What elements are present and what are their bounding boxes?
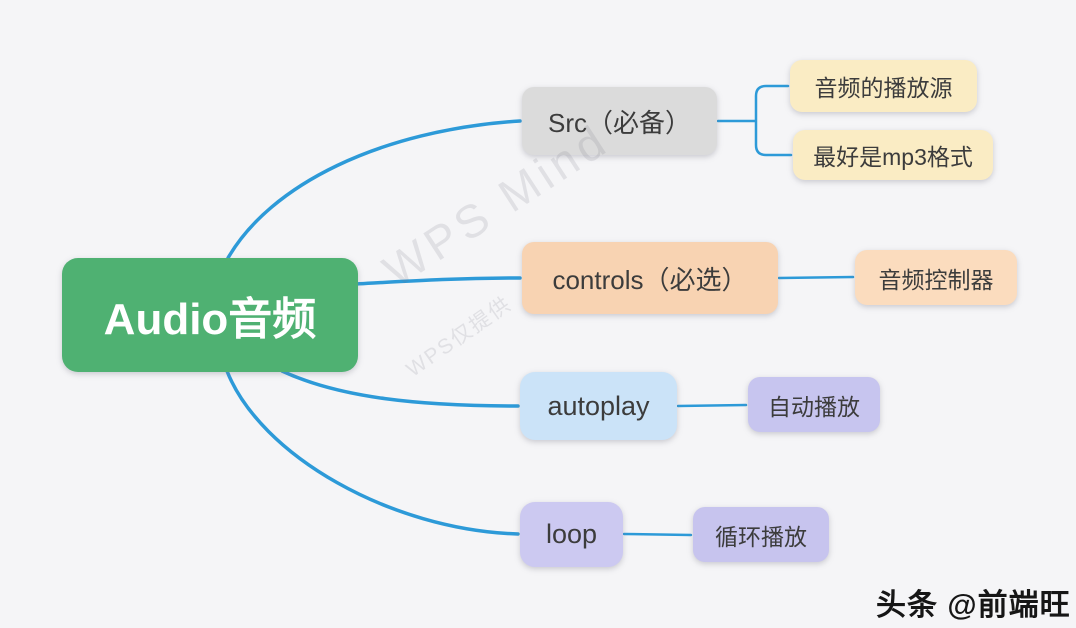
edge-autoplay-child (676, 403, 748, 408)
leaf-node-auto-play[interactable]: 自动播放 (748, 377, 880, 432)
edge-root-src (226, 119, 522, 260)
edge-root-autoplay (280, 369, 520, 408)
branch-node-src[interactable]: Src（必备） (522, 87, 717, 155)
leaf-node-audio-source[interactable]: 音频的播放源 (790, 60, 977, 112)
leaf-node-loop-play[interactable]: 循环播放 (693, 507, 829, 562)
branch-node-controls[interactable]: controls（必选） (522, 242, 778, 314)
branch-node-autoplay[interactable]: autoplay (520, 372, 677, 440)
edge-controls-child (777, 275, 855, 280)
edge-loop-child (622, 532, 693, 537)
leaf-node-mp3-format[interactable]: 最好是mp3格式 (793, 130, 993, 180)
edge-root-loop (225, 369, 520, 536)
attribution-text: 头条 @前端旺 (876, 589, 1071, 622)
root-node-audio[interactable]: Audio音频 (62, 258, 358, 372)
edge-root-controls (354, 276, 522, 286)
edge-src-bracket (716, 84, 793, 157)
branch-node-loop[interactable]: loop (520, 502, 623, 567)
leaf-node-audio-controller[interactable]: 音频控制器 (855, 250, 1017, 305)
